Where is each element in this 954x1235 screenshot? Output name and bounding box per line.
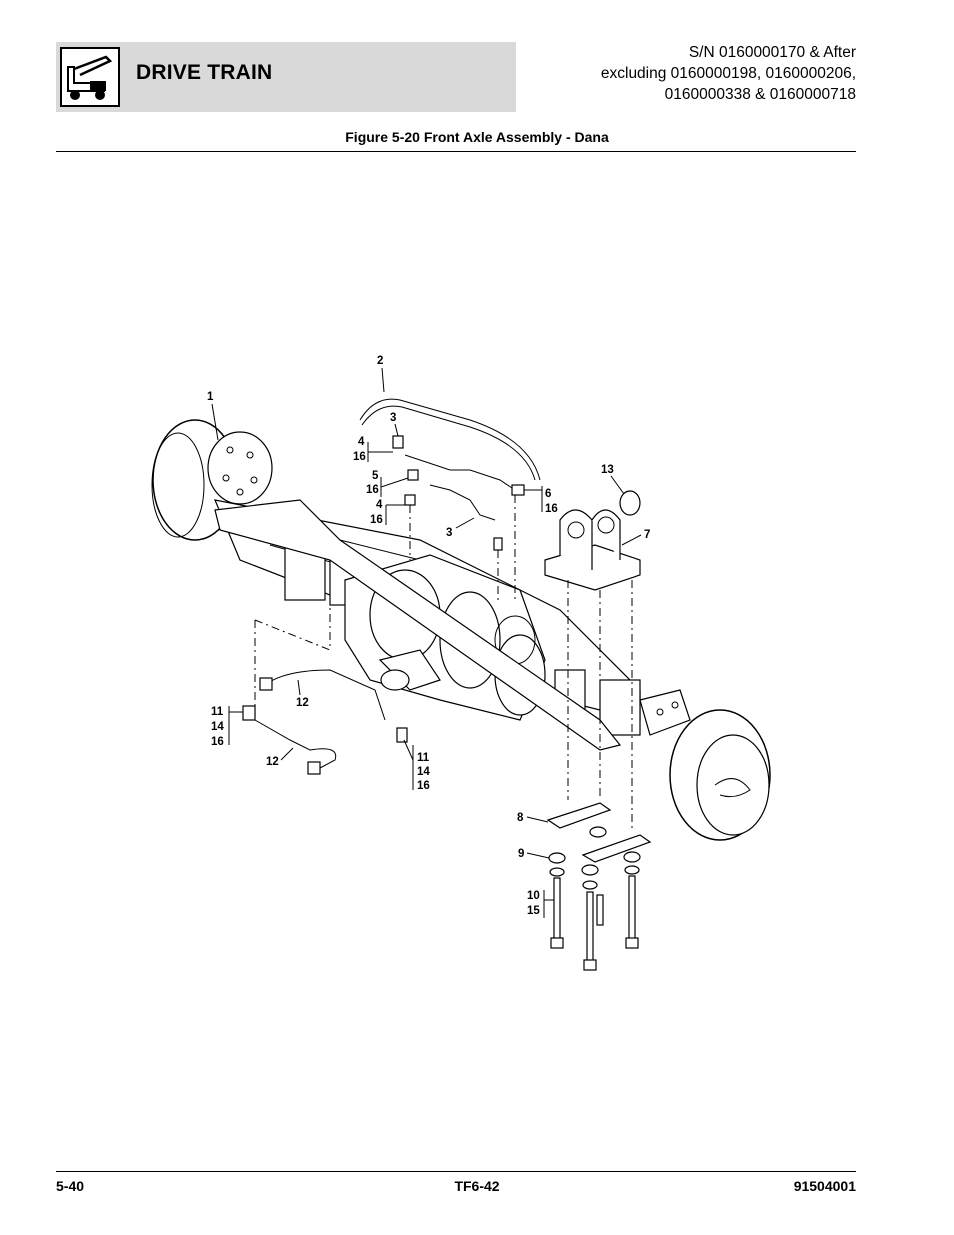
callout-16: 16 — [417, 780, 430, 792]
pivot-mount-bracket — [544, 509, 641, 591]
callout-8: 8 — [517, 812, 524, 824]
model-number: TF6-42 — [454, 1178, 500, 1194]
callout-4: 4 — [358, 436, 365, 448]
callout-5: 5 — [372, 470, 379, 482]
callout-14: 14 — [211, 721, 224, 733]
figure-title: Figure 5-20 Front Axle Assembly - Dana — [345, 129, 609, 145]
serial-line-1: S/N 0160000170 & After — [688, 44, 856, 61]
section-title: DRIVE TRAIN — [136, 61, 273, 84]
manual-number: 91504001 — [793, 1178, 856, 1194]
serial-line-3: 0160000338 & 0160000718 — [664, 86, 856, 103]
callout-16: 16 — [545, 503, 558, 515]
callout-3: 3 — [446, 527, 452, 539]
serial-line-2: excluding 0160000198, 0160000206, — [600, 65, 856, 82]
hydraulic-hoses-top — [359, 398, 541, 551]
assembly-center-lines — [254, 495, 633, 830]
callout-leaders — [211, 367, 642, 918]
page-number: 5-40 — [56, 1178, 85, 1194]
footer-rule — [56, 1171, 856, 1172]
callout-1: 1 — [207, 391, 214, 403]
callout-4: 4 — [376, 499, 383, 511]
callout-15: 15 — [527, 905, 540, 917]
callout-16: 16 — [366, 484, 379, 496]
callout-9: 9 — [518, 848, 524, 860]
callout-7: 7 — [644, 529, 650, 541]
callout-16: 16 — [370, 514, 383, 526]
header-rule — [56, 151, 856, 152]
steering-tie-rod — [214, 499, 622, 751]
serial-number-range: S/N 0160000170 & After excluding 0160000… — [496, 42, 856, 105]
header-banner — [56, 42, 516, 112]
callout-3: 3 — [390, 412, 396, 424]
callout-2: 2 — [377, 355, 383, 367]
callout-12: 12 — [296, 697, 309, 709]
hydraulic-hoses-bottom — [242, 669, 408, 775]
callout-11: 11 — [417, 752, 430, 764]
callout-6: 6 — [545, 488, 551, 500]
callout-12: 12 — [266, 756, 279, 768]
right-wheel-hub — [639, 689, 771, 841]
callout-14: 14 — [417, 766, 430, 778]
callout-10: 10 — [527, 890, 540, 902]
mounting-hardware — [546, 802, 652, 971]
callout-16: 16 — [211, 736, 224, 748]
pivot-bushing — [619, 490, 641, 516]
callout-16: 16 — [353, 451, 366, 463]
callout-11: 11 — [211, 706, 224, 718]
drive-train-icon — [60, 47, 120, 107]
callout-13: 13 — [601, 464, 614, 476]
